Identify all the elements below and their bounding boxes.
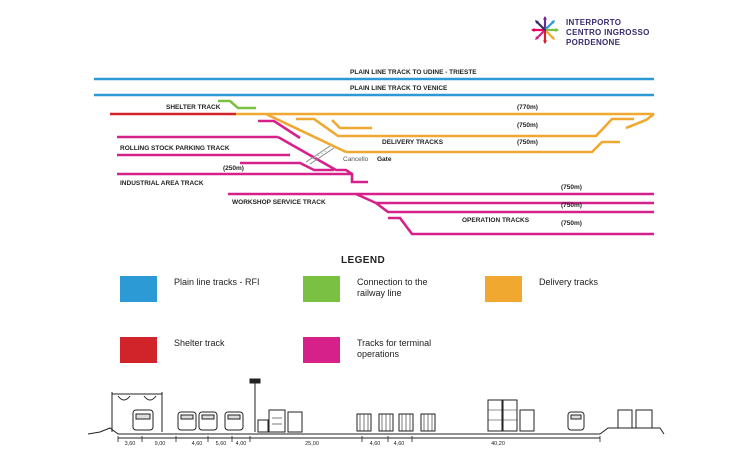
- legend-swatch-rfi: [120, 276, 157, 302]
- label-industrial: INDUSTRIAL AREA TRACK: [120, 180, 204, 187]
- delivery-connector: [265, 112, 347, 154]
- label-length-770: (770m): [517, 104, 538, 111]
- gate-dash: [313, 149, 329, 159]
- delivery-track-4: [346, 140, 620, 154]
- dim-label-4: 5,60: [215, 441, 227, 447]
- legend-swatch-shelter: [120, 337, 157, 363]
- legend-label-rfi: Plain line tracks - RFI: [174, 277, 260, 287]
- label-length-750e: (750m): [561, 220, 582, 227]
- brand-line-2: CENTRO INGROSSO: [566, 28, 650, 37]
- rolling-stock-track-3: [240, 161, 334, 172]
- legend-label-terminal: Tracks for terminal operations: [357, 338, 432, 359]
- terminal-track-1: [258, 119, 301, 140]
- shed-2: [268, 409, 286, 433]
- label-rolling-stock: ROLLING STOCK PARKING TRACK: [120, 145, 230, 152]
- connection-track: [218, 99, 256, 110]
- delivery-track-1: [296, 117, 634, 138]
- delivery-track-3: [625, 112, 655, 130]
- dim-label-8: 4,60: [393, 441, 405, 447]
- legend-label-connection: Connection to the railway line: [357, 277, 428, 298]
- label-shelter: SHELTER TRACK: [166, 104, 221, 111]
- train-1: [132, 409, 154, 431]
- truck-2: [519, 409, 535, 432]
- label-cancello: Cancello: [343, 156, 369, 163]
- label-length-750b: (750m): [517, 139, 538, 146]
- track-diagram: [94, 77, 655, 236]
- dim-label-6: 25,00: [305, 441, 319, 447]
- label-venice: PLAIN LINE TRACK TO VENICE: [350, 85, 448, 92]
- brand-name: INTERPORTO CENTRO INGROSSO PORDENONE: [566, 18, 650, 48]
- interporto-star-logo: [531, 16, 559, 44]
- container-stack-1: [487, 399, 503, 432]
- brand-line-1: INTERPORTO: [566, 18, 622, 27]
- label-operation: OPERATION TRACKS: [462, 217, 530, 224]
- label-udine-trieste: PLAIN LINE TRACK TO UDINE - TRIESTE: [350, 69, 477, 76]
- label-length-750d: (750m): [561, 202, 582, 209]
- label-workshop: WORKSHOP SERVICE TRACK: [232, 199, 326, 206]
- label-length-750c: (750m): [561, 184, 582, 191]
- container-stack-2: [502, 399, 518, 432]
- label-length-750a: (750m): [517, 122, 538, 129]
- legend-label-delivery: Delivery tracks: [539, 277, 599, 287]
- truck-4: [635, 409, 653, 429]
- operation-track-2: [388, 216, 654, 236]
- label-delivery: DELIVERY TRACKS: [382, 139, 444, 146]
- gate-bar-2: [309, 147, 335, 165]
- legend-label-shelter: Shelter track: [174, 338, 225, 348]
- shed-1: [257, 419, 269, 433]
- cross-section-illustration: [87, 378, 665, 442]
- label-length-250: (250m): [223, 165, 244, 172]
- dim-label-1: 3,60: [124, 441, 136, 447]
- legend-swatch-delivery: [485, 276, 522, 302]
- operation-track-1: [375, 201, 654, 214]
- dim-label-9: 40,20: [491, 441, 505, 447]
- terminal-main-diagonal: [277, 135, 368, 184]
- workshop-service-track: [355, 192, 654, 205]
- truck-1: [287, 411, 303, 433]
- gate-bar: [305, 145, 331, 163]
- truck-3: [617, 409, 633, 429]
- legend-title: LEGEND: [341, 255, 386, 266]
- dim-label-3: 4,60: [191, 441, 203, 447]
- legend-swatch-connection: [303, 276, 340, 302]
- label-gate: Gate: [377, 156, 392, 163]
- legend-swatch-terminal: [303, 337, 340, 363]
- delivery-track-2: [331, 119, 372, 130]
- dim-label-2: 9,00: [154, 441, 166, 447]
- dim-label-7: 4,60: [369, 441, 381, 447]
- brand-line-3: PORDENONE: [566, 38, 621, 47]
- dim-label-5: 4,00: [235, 441, 247, 447]
